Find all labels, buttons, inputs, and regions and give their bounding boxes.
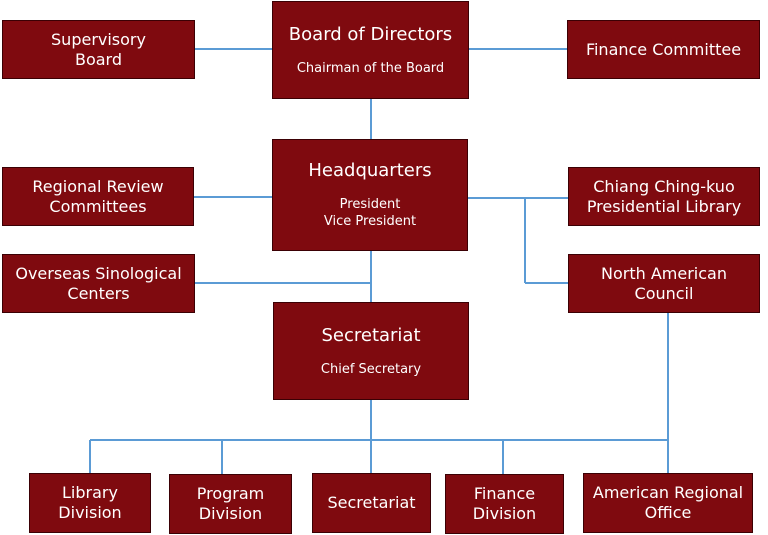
board-subtitle: Chairman of the Board	[296, 60, 445, 76]
finance-committee-box: Finance Committee	[567, 20, 760, 79]
presidential-library-box: Chiang Ching-kuo Presidential Library	[568, 167, 760, 226]
presidential-library-title: Chiang Ching-kuo Presidential Library	[586, 176, 742, 216]
north-american-title: North American Council	[601, 263, 727, 303]
overseas-title: Overseas Sinological Centers	[15, 263, 182, 303]
supervisory-board-box: Supervisory Board	[2, 20, 195, 79]
board-of-directors-box: Board of Directors Chairman of the Board	[272, 1, 469, 99]
headquarters-subtitle: President Vice President	[323, 197, 417, 229]
american-regional-office-title: American Regional Office	[592, 483, 744, 522]
regional-review-box: Regional Review Committees	[2, 167, 194, 226]
secretariat-box: Secretariat Chief Secretary	[273, 302, 469, 400]
regional-review-title: Regional Review Committees	[32, 176, 164, 216]
american-regional-office-box: American Regional Office	[583, 473, 753, 533]
secretariat-division-title: Secretariat	[327, 493, 416, 512]
library-division-box: Library Division	[29, 473, 151, 533]
program-division-title: Program Division	[196, 484, 265, 523]
headquarters-box: Headquarters President Vice President	[272, 139, 468, 251]
headquarters-title: Headquarters	[308, 160, 432, 181]
north-american-council-box: North American Council	[568, 254, 760, 313]
finance-division-box: Finance Division	[445, 474, 564, 534]
secretariat-subtitle: Chief Secretary	[320, 361, 422, 377]
finance-committee-title: Finance Committee	[585, 39, 742, 59]
overseas-sinological-box: Overseas Sinological Centers	[2, 254, 195, 313]
finance-division-title: Finance Division	[472, 484, 537, 523]
library-division-title: Library Division	[58, 483, 122, 522]
board-title: Board of Directors	[288, 23, 453, 45]
secretariat-division-box: Secretariat	[312, 473, 431, 533]
program-division-box: Program Division	[169, 474, 292, 534]
supervisory-title: Supervisory Board	[51, 29, 146, 69]
secretariat-title: Secretariat	[321, 324, 421, 346]
